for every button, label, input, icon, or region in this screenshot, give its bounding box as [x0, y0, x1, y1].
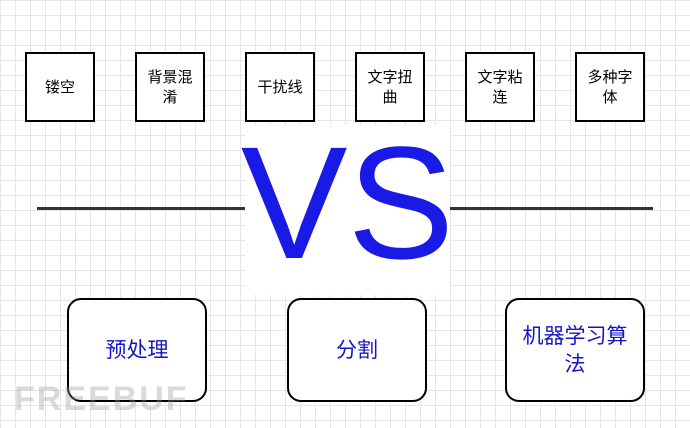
box-text-distortion-label: 文字扭曲: [367, 68, 413, 106]
box-text-adhesion: 文字粘连: [465, 52, 535, 122]
box-segmentation-label: 分割: [336, 338, 378, 362]
box-hollow-label: 镂空: [44, 78, 75, 96]
box-multiple-fonts: 多种字体: [575, 52, 645, 122]
box-text-distortion: 文字扭曲: [355, 52, 425, 122]
box-text-adhesion-label: 文字粘连: [477, 68, 523, 106]
box-machine-learning: 机器学习算法: [505, 298, 645, 402]
box-background-confusion: 背景混淆: [135, 52, 205, 122]
box-multiple-fonts-label: 多种字体: [587, 68, 633, 106]
box-background-confusion-label: 背景混淆: [147, 68, 193, 106]
box-noise-lines: 干扰线: [245, 52, 315, 122]
freebuf-watermark: FREEBUF: [14, 380, 189, 418]
right-divider-line: [450, 207, 653, 210]
box-machine-learning-label: 机器学习算法: [522, 324, 628, 376]
box-hollow: 镂空: [25, 52, 95, 122]
left-divider-line: [37, 207, 245, 210]
box-preprocessing: 预处理: [67, 298, 207, 402]
box-preprocessing-label: 预处理: [105, 338, 169, 362]
vs-background: [245, 125, 450, 295]
vs-label: VS: [240, 113, 455, 292]
box-segmentation: 分割: [287, 298, 427, 402]
box-noise-lines-label: 干扰线: [257, 78, 303, 96]
